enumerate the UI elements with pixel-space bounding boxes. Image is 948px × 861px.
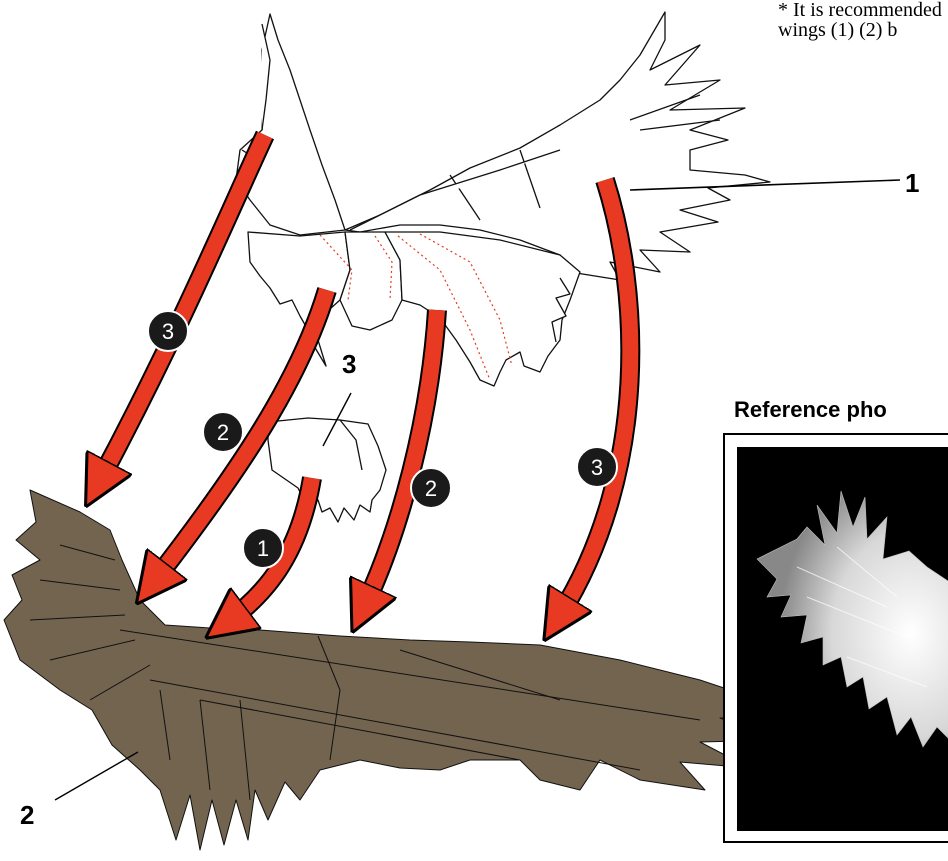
reference-wing-image <box>737 447 948 831</box>
step-badge-a-label: 3 <box>162 319 174 344</box>
step-badge-e-label: 3 <box>591 455 603 480</box>
middle-piece-3 <box>268 418 386 522</box>
part-label-1: 1 <box>905 168 919 199</box>
step-badge-b: 2 <box>203 412 243 452</box>
step-badge-c: 1 <box>243 528 283 568</box>
part-label-3: 3 <box>342 349 356 380</box>
step-badge-c-label: 1 <box>257 536 269 561</box>
step-badge-d: 2 <box>411 468 451 508</box>
assembled-wing-leader <box>55 752 138 800</box>
step-badge-d-label: 2 <box>425 476 437 501</box>
step-badge-a: 3 <box>148 311 188 351</box>
step-badge-e: 3 <box>577 447 617 487</box>
part-label-2: 2 <box>20 800 34 831</box>
reference-photo <box>737 447 948 831</box>
reference-photo-frame <box>723 433 948 843</box>
step-badge-b-label: 2 <box>217 420 229 445</box>
